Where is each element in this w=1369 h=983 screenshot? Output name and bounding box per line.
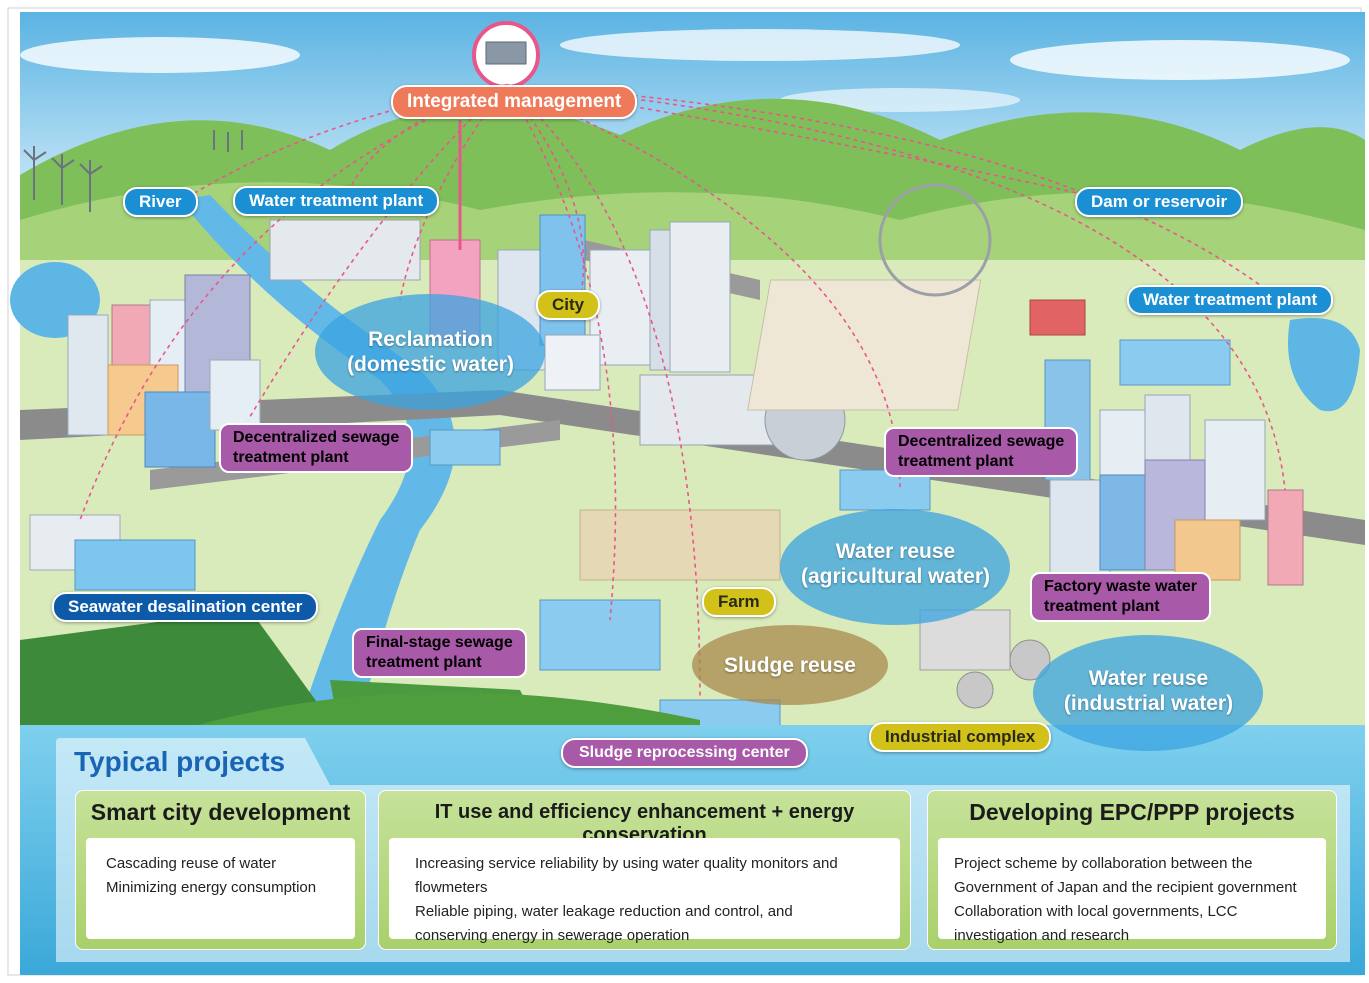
ellipse-line: (domestic water) <box>347 353 514 376</box>
card-body: Increasing service reliability by using … <box>389 838 900 944</box>
label-line: treatment plant <box>233 449 349 466</box>
park-lot <box>747 279 982 411</box>
label-industrial-complex: Industrial complex <box>869 722 1052 752</box>
tank <box>1009 639 1051 681</box>
ellipse-text-sludge-reuse: Sludge reuse <box>700 653 880 678</box>
card-line: Collaboration with local governments, LC… <box>954 903 1238 944</box>
ellipse-line: Water reuse <box>835 540 956 563</box>
tank <box>956 671 994 709</box>
ellipse-line: Water reuse <box>1088 667 1209 690</box>
card-body: Project scheme by collaboration between … <box>938 838 1326 944</box>
label-integrated-management: Integrated management <box>391 85 638 119</box>
label-line: Decentralized sewage <box>898 433 1065 450</box>
label-factory-waste: Factory waste water treatment plant <box>1030 572 1211 622</box>
label-line: treatment plant <box>1044 598 1160 615</box>
building <box>544 334 601 391</box>
tree-line <box>20 610 330 740</box>
building <box>209 359 261 431</box>
cloud <box>1010 40 1350 80</box>
ellipse-text-water-reuse-agri: Water reuse (agricultural water) <box>783 539 1008 589</box>
card-line: Project scheme by collaboration between … <box>954 855 1297 896</box>
label-river: River <box>123 187 198 217</box>
label-water-treatment-plant-left: Water treatment plant <box>233 186 440 216</box>
wind-turbines <box>23 130 243 212</box>
building <box>1174 519 1241 581</box>
building <box>1099 474 1151 571</box>
plant <box>269 219 421 281</box>
control-room-icon <box>485 41 527 65</box>
plant <box>1119 339 1231 386</box>
label-city: City <box>536 290 601 320</box>
label-farm: Farm <box>702 587 776 617</box>
card-line: Minimizing energy consumption <box>106 879 317 896</box>
building <box>67 314 109 436</box>
card-epc-ppp: Developing EPC/PPP projects Project sche… <box>927 790 1337 950</box>
building <box>1204 419 1266 521</box>
ferris-wheel <box>878 183 992 297</box>
label-line: treatment plant <box>366 654 482 671</box>
plant <box>429 429 501 466</box>
building <box>144 391 216 468</box>
label-sludge-reprocessing: Sludge reprocessing center <box>561 738 808 768</box>
label-decentralized-left: Decentralized sewage treatment plant <box>219 423 414 473</box>
water-reuse-ind-ellipse <box>1033 635 1263 751</box>
label-dam-or-reservoir: Dam or reservoir <box>1075 187 1244 217</box>
label-water-treatment-plant-right: Water treatment plant <box>1127 285 1334 315</box>
building <box>539 214 586 346</box>
plant <box>539 599 661 671</box>
label-line: Decentralized sewage <box>233 429 400 446</box>
ellipse-text-reclamation: Reclamation (domestic water) <box>318 327 543 377</box>
card-title: Smart city development <box>90 799 351 825</box>
lake-right <box>1288 318 1360 412</box>
plant <box>74 539 196 591</box>
card-line: Reliable piping, water leakage reduction… <box>415 903 793 944</box>
label-decentralized-right: Decentralized sewage treatment plant <box>884 427 1079 477</box>
card-line: Cascading reuse of water <box>106 855 277 872</box>
label-line: Final-stage sewage <box>366 634 513 651</box>
card-smart-city: Smart city development Cascading reuse o… <box>75 790 366 950</box>
ellipse-line: (industrial water) <box>1063 692 1234 715</box>
card-body: Cascading reuse of water Minimizing ener… <box>86 838 355 939</box>
typical-projects-title: Typical projects <box>74 746 286 777</box>
reclamation-ellipse <box>315 294 545 410</box>
ellipse-text-water-reuse-ind: Water reuse (industrial water) <box>1036 666 1261 716</box>
ellipse-line: Sludge reuse <box>724 654 856 677</box>
farm <box>579 509 781 581</box>
cloud <box>560 29 960 61</box>
card-title: Developing EPC/PPP projects <box>969 799 1295 825</box>
label-final-stage: Final-stage sewage treatment plant <box>352 628 527 678</box>
card-it-efficiency: IT use and efficiency enhancement + ener… <box>378 790 911 950</box>
ellipse-line: Reclamation <box>368 328 493 351</box>
ellipse-line: (agricultural water) <box>800 565 991 588</box>
river <box>180 195 455 720</box>
cloud <box>20 37 300 73</box>
building <box>669 221 731 373</box>
label-line: treatment plant <box>898 453 1014 470</box>
label-seawater-desalination: Seawater desalination center <box>52 592 319 622</box>
sludge-reuse-ellipse <box>692 625 888 705</box>
water-reuse-agri-ellipse <box>780 509 1010 625</box>
building <box>1267 489 1304 586</box>
card-line: Increasing service reliability by using … <box>415 855 838 896</box>
label-line: Factory waste water <box>1044 578 1197 595</box>
building <box>1029 299 1086 336</box>
